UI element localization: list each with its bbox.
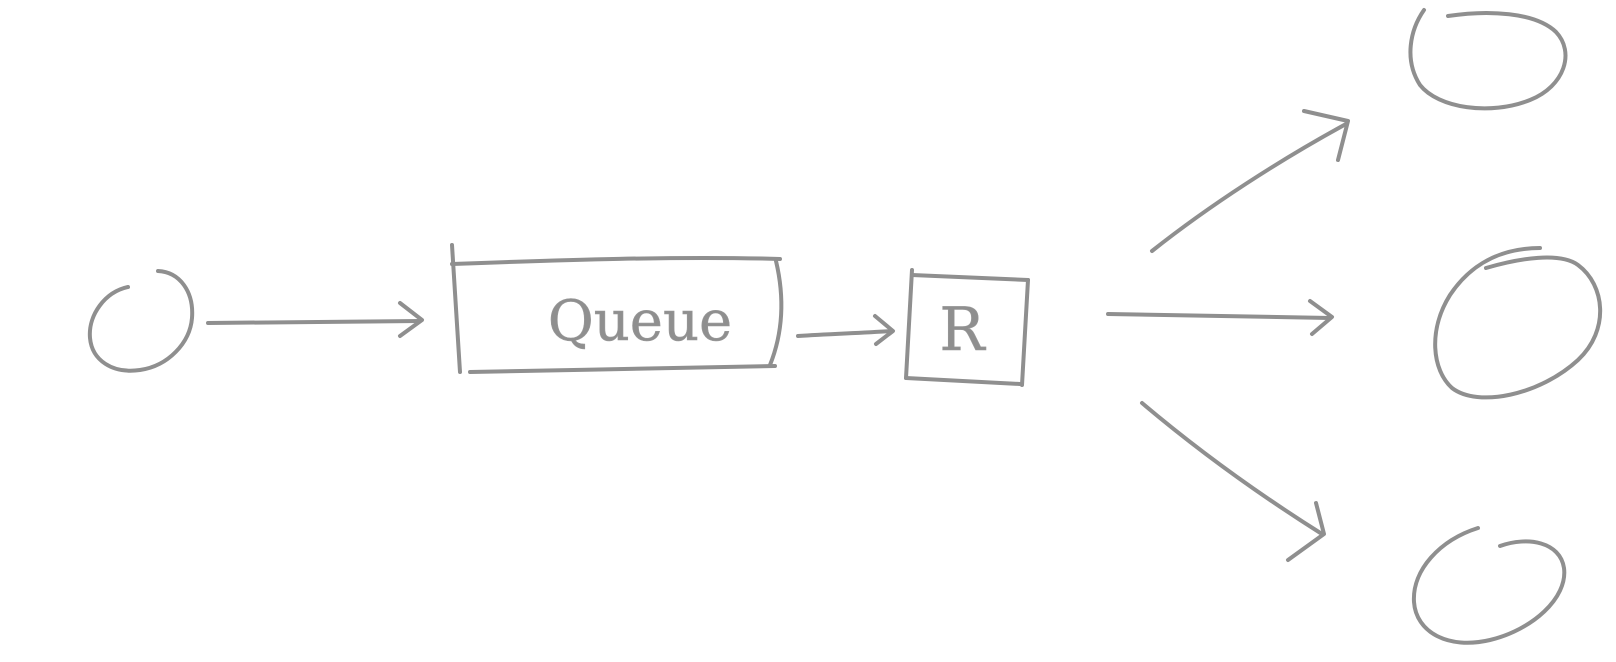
queue-box: Queue — [450, 243, 784, 374]
arrow-router-to-top — [1150, 109, 1350, 253]
source-node — [87, 269, 195, 373]
destination-node-middle — [1433, 246, 1603, 400]
destination-node-top — [1408, 8, 1568, 111]
router-box: R — [904, 268, 1030, 387]
arrow-router-to-middle — [1106, 299, 1334, 336]
arrow-router-to-bottom — [1140, 401, 1326, 562]
arrow-queue-to-router — [796, 314, 895, 346]
arrow-source-to-queue — [206, 301, 424, 338]
queue-label: Queue — [548, 289, 732, 354]
router-label: R — [939, 295, 986, 365]
destination-node-bottom — [1411, 526, 1567, 645]
